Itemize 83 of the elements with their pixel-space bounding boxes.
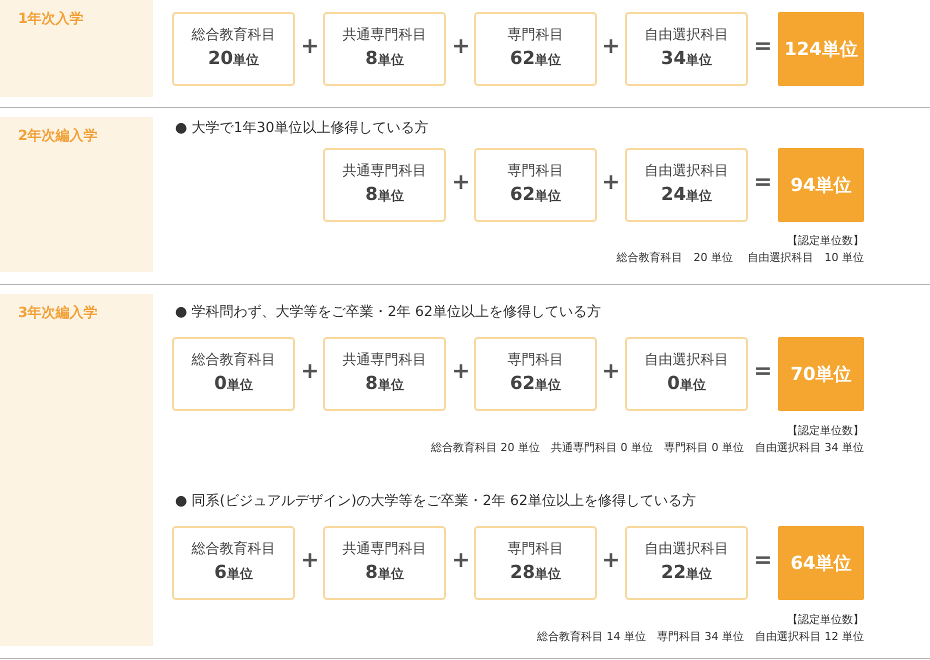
subject-box: [323, 337, 446, 411]
operator-sign: =: [753, 548, 773, 573]
credit-value: 8単位: [364, 184, 405, 205]
subject-name: 専門科目: [506, 351, 564, 369]
operator-sign: +: [300, 359, 320, 384]
row-header-band: [0, 0, 153, 97]
subject-name: 専門科目: [506, 162, 564, 180]
subject-box: [474, 526, 597, 600]
note-text: 【認定単位数】: [787, 423, 864, 438]
subject-name: 自由選択科目: [644, 540, 730, 558]
note-text: 総合教育科目 20 単位 自由選択科目 10 単位: [616, 250, 864, 265]
subject-name: 総合教育科目: [190, 26, 276, 44]
subject-box: [323, 148, 446, 222]
row-heading: 3年次編入学: [18, 304, 98, 322]
credit-value: 62単位: [508, 184, 562, 205]
subject-box: [172, 526, 295, 600]
operator-sign: =: [753, 34, 773, 59]
operator-sign: +: [601, 34, 621, 59]
credit-value: 8単位: [364, 562, 405, 583]
subject-box: [323, 526, 446, 600]
subject-name: 自由選択科目: [644, 26, 730, 44]
total-box: [778, 337, 864, 411]
note-text: 【認定単位数】: [787, 612, 864, 627]
subject-name: 専門科目: [506, 540, 564, 558]
subject-name: 共通専門科目: [342, 26, 428, 44]
operator-sign: +: [451, 170, 471, 195]
note-text: 総合教育科目 20 単位 共通専門科目 0 単位 専門科目 0 単位 自由選択科目 34 単位: [431, 440, 864, 455]
credit-value: 28単位: [508, 562, 562, 583]
subject-box: [625, 148, 748, 222]
operator-sign: +: [451, 359, 471, 384]
credit-value: 0単位: [666, 373, 707, 394]
condition-heading: ● 同系(ビジュアルデザイン)の大学等をご卒業・2年 62単位以上を修得している方: [175, 492, 696, 510]
subject-name: 自由選択科目: [644, 351, 730, 369]
subject-name: 専門科目: [506, 26, 564, 44]
credit-value: 0単位: [213, 373, 254, 394]
credit-value: 8単位: [364, 48, 405, 69]
subject-box: [625, 526, 748, 600]
row-heading: 1年次入学: [18, 10, 84, 28]
row-header-band: [0, 294, 153, 646]
total-credits: 94単位: [790, 174, 852, 197]
subject-name: 自由選択科目: [644, 162, 730, 180]
operator-sign: +: [451, 548, 471, 573]
credit-value: 22単位: [660, 562, 714, 583]
total-box: [778, 148, 864, 222]
credit-value: 6単位: [213, 562, 254, 583]
subject-box: [474, 148, 597, 222]
operator-sign: =: [753, 359, 773, 384]
operator-sign: +: [601, 170, 621, 195]
operator-sign: +: [300, 34, 320, 59]
note-text: 【認定単位数】: [787, 233, 864, 248]
subject-box: [323, 12, 446, 86]
total-box: [778, 526, 864, 600]
row-header-band: [0, 117, 153, 272]
row-heading: 2年次編入学: [18, 127, 98, 145]
operator-sign: =: [753, 170, 773, 195]
subject-name: 総合教育科目: [190, 351, 276, 369]
note-text: 総合教育科目 14 単位 専門科目 34 単位 自由選択科目 12 単位: [537, 629, 864, 644]
subject-box: [625, 337, 748, 411]
credit-value: 20単位: [206, 48, 260, 69]
credit-value: 24単位: [660, 184, 714, 205]
credit-value: 8単位: [364, 373, 405, 394]
operator-sign: +: [601, 359, 621, 384]
subject-name: 総合教育科目: [190, 540, 276, 558]
credit-value: 62単位: [508, 48, 562, 69]
credit-value: 34単位: [660, 48, 714, 69]
condition-heading: ● 学科問わず、大学等をご卒業・2年 62単位以上を修得している方: [175, 303, 601, 321]
credit-value: 62単位: [508, 373, 562, 394]
total-credits: 70単位: [790, 363, 852, 386]
operator-sign: +: [300, 548, 320, 573]
subject-name: 共通専門科目: [342, 540, 428, 558]
subject-box: [172, 337, 295, 411]
subject-name: 共通専門科目: [342, 351, 428, 369]
subject-box: [172, 12, 295, 86]
total-credits: 64単位: [790, 552, 852, 575]
subject-name: 共通専門科目: [342, 162, 428, 180]
total-box: [778, 12, 864, 86]
operator-sign: +: [451, 34, 471, 59]
condition-heading: ● 大学で1年30単位以上修得している方: [175, 119, 428, 137]
subject-box: [474, 12, 597, 86]
subject-box: [474, 337, 597, 411]
subject-box: [625, 12, 748, 86]
operator-sign: +: [601, 548, 621, 573]
total-credits: 124単位: [784, 38, 858, 61]
